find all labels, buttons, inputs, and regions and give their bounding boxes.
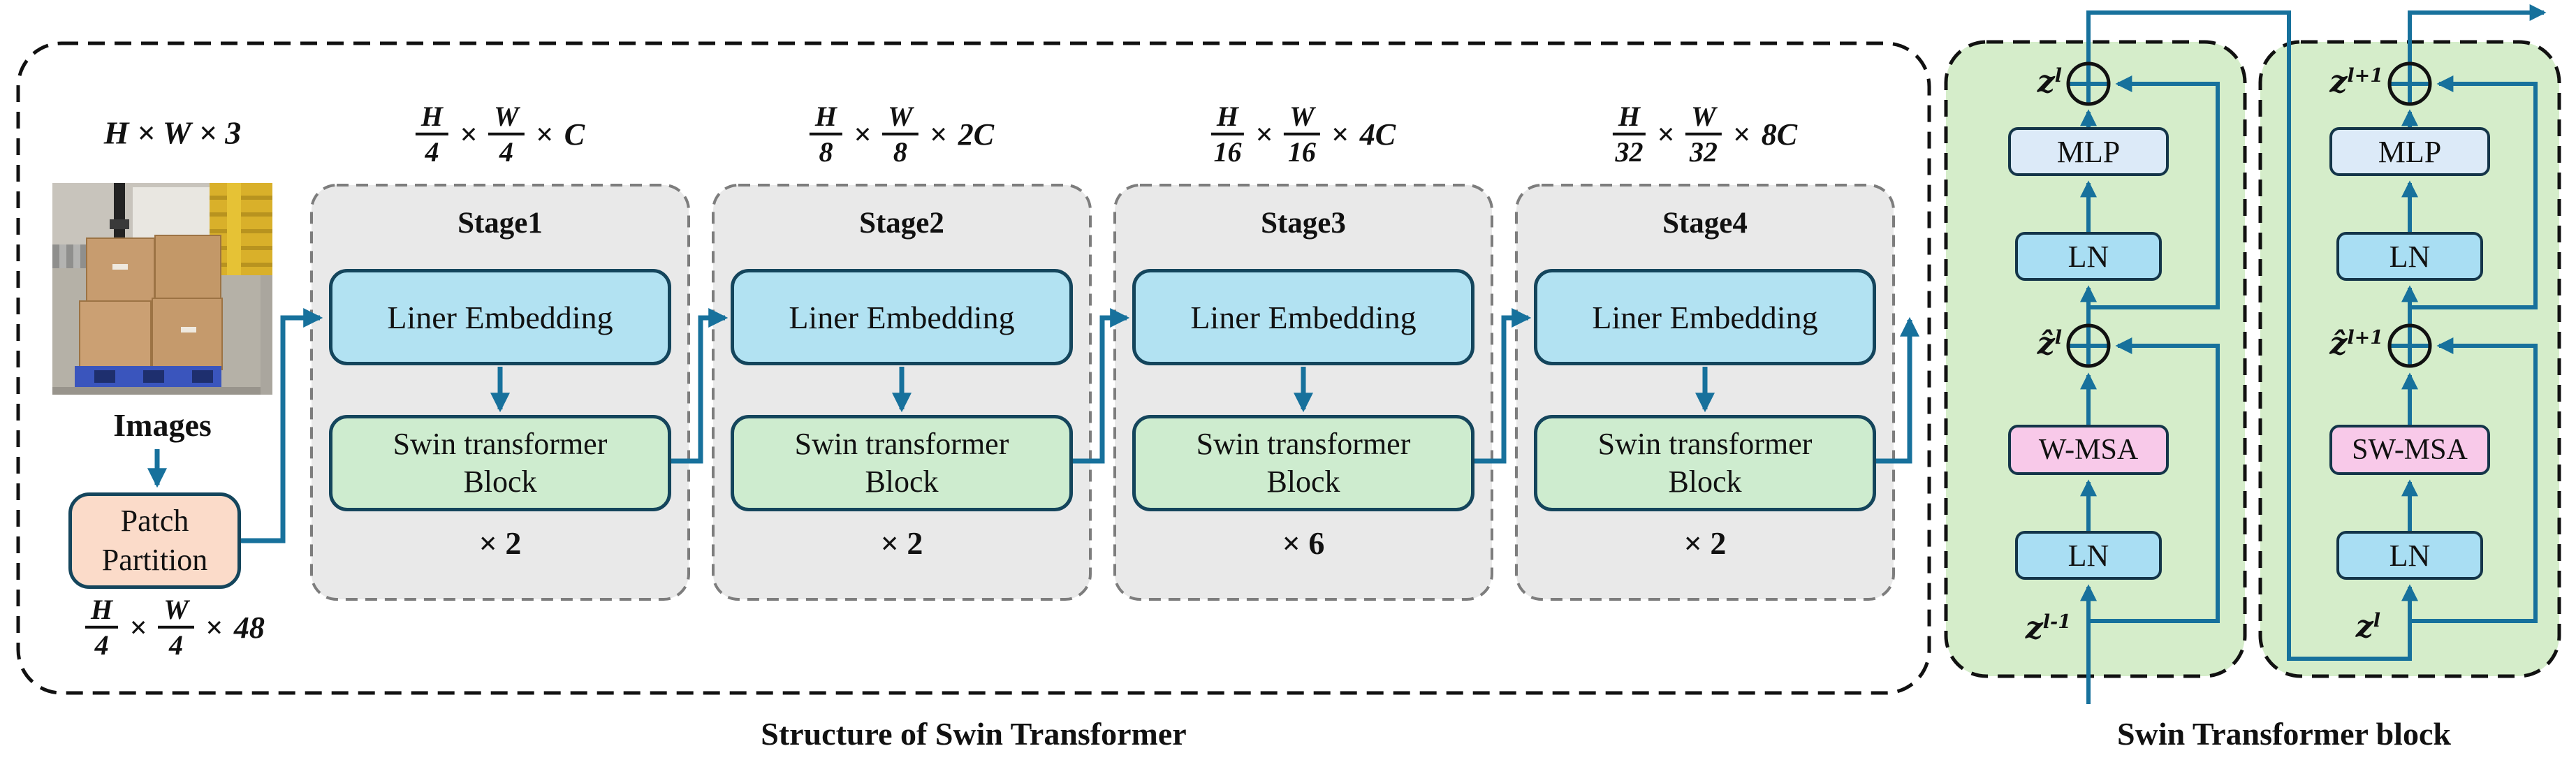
panel2-swmsa-box: SW-MSA [2329,425,2490,475]
panel1-mlp-box: MLP [2008,127,2169,176]
photo-pole-head [110,219,129,229]
photo-box-label [181,327,196,332]
images-caption: Images [113,407,212,443]
times-sign: × [460,117,478,152]
swin-block-line2: Block [1266,465,1340,499]
stage-4-linear-embedding-box: Liner Embedding [1534,269,1876,365]
panel1-wmsa-box: W-MSA [2008,425,2169,475]
photo-box [154,235,221,300]
swin-block-line1: Swin transformer [1597,427,1813,462]
stage-3: Stage3 Liner Embedding Swin transformer … [1115,185,1492,599]
stage-4-swin-block-box: Swin transformer Block [1534,415,1876,511]
photo-box [86,238,155,305]
stage-2-swin-block-box: Swin transformer Block [731,415,1073,511]
stage-1-title: Stage1 [458,207,543,240]
patch-partition-line1: Patch [120,503,189,538]
stage-3-linear-embedding-box: Liner Embedding [1132,269,1474,365]
panel2-mid-label: ẑl+1 [2329,326,2383,362]
photo-pallet-slot [94,370,115,383]
dim-suffix: 8C [1761,117,1798,152]
times-sign: × [1255,117,1273,152]
dim-suffix: C [564,117,585,152]
photo-pallet-slot [143,370,164,383]
panel2-mlp-box: MLP [2329,127,2490,176]
photo-yellow-post [227,183,241,275]
panel2-wires [2401,4,2547,623]
stage-3-swin-block-box: Swin transformer Block [1132,415,1474,511]
stage-3-title: Stage3 [1261,207,1346,240]
stage-3-repeat-count: × 6 [1282,525,1325,561]
times-sign: × [854,117,872,152]
panel2-output-label: zl+1 [2329,64,2383,100]
times-sign: × [1331,117,1349,152]
patch-dim-suffix: 48 [233,610,265,645]
photo-side-floor [261,275,272,395]
times-sign: × [205,610,223,645]
panel1-mid-label: ẑl [2037,326,2062,362]
panel1-wires [2080,10,2418,704]
stage-1-linear-embedding-box: Liner Embedding [329,269,671,365]
swin-block-line1: Swin transformer [1196,427,1411,462]
dim-suffix: 2C [958,117,995,152]
structure-caption: Structure of Swin Transformer [761,716,1187,752]
panel1-output-label: zl [2037,64,2062,100]
stage-4-repeat-count: × 2 [1683,525,1727,561]
swin-block-line2: Block [463,465,537,499]
times-sign: × [129,610,147,645]
photo-box [152,298,223,370]
swin-block-line1: Swin transformer [393,427,608,462]
stage-4: Stage4 Liner Embedding Swin transformer … [1516,185,1894,599]
times-sign: × [1732,117,1750,152]
dim-suffix: 4C [1359,117,1396,152]
photo-box-label [112,264,128,270]
patch-partition-box: Patch Partition [68,492,241,589]
flow-arrows [147,308,1919,543]
panel1-input-label: zl-1 [2025,611,2071,646]
photo-floor [52,387,272,395]
block-caption: Swin Transformer block [2117,716,2451,752]
panel2-ln-bottom-box: LN [2336,531,2483,580]
photo-pole [114,183,125,244]
swin-block-line2: Block [865,465,939,499]
stage-1: Stage1 Liner Embedding Swin transformer … [312,185,689,599]
input-dim-label: H × W × 3 [103,115,242,151]
stage-4-title: Stage4 [1662,207,1748,240]
stage-1-repeat-count: × 2 [478,525,522,561]
patch-partition-line2: Partition [101,543,208,577]
stage-2: Stage2 Liner Embedding Swin transformer … [713,185,1090,599]
panel1-ln-top-box: LN [2015,232,2162,281]
times-sign: × [535,117,553,152]
warehouse-boxes-photo [52,183,272,395]
panel2-input-label: zl [2355,609,2380,645]
stage-1-swin-block-box: Swin transformer Block [329,415,671,511]
stage-2-title: Stage2 [859,207,944,240]
stage-2-repeat-count: × 2 [880,525,923,561]
panel1-ln-bottom-box: LN [2015,531,2162,580]
photo-box [79,300,152,372]
times-sign: × [929,117,947,152]
panel2-ln-top-box: LN [2336,232,2483,281]
times-sign: × [1657,117,1675,152]
stage-2-linear-embedding-box: Liner Embedding [731,269,1073,365]
swin-block-line1: Swin transformer [794,427,1009,462]
swin-block-line2: Block [1668,465,1742,499]
add-circles [2066,61,2432,368]
photo-pallet-slot [192,370,213,383]
